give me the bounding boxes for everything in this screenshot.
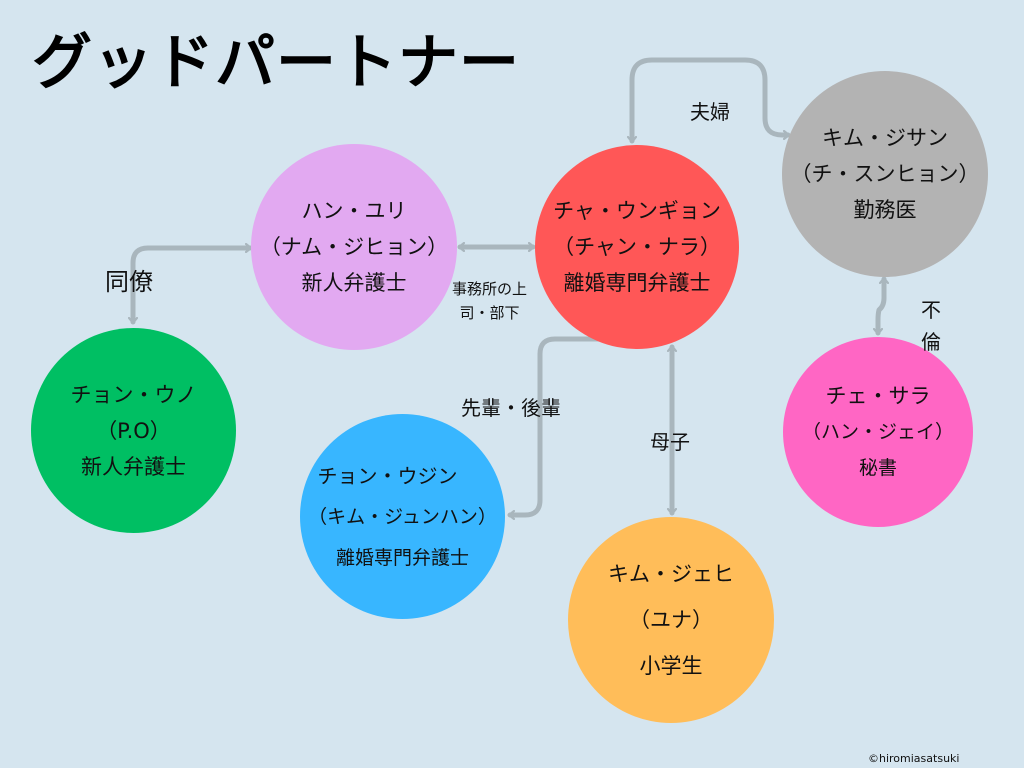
page-title: グッドパートナー [32, 28, 520, 98]
affair-arrow [878, 276, 884, 336]
colleague-label: 同僚 [105, 268, 153, 296]
node-actor: （ナム・ジヒョン） [259, 235, 449, 259]
senior-junior-label: 先輩・後輩 [461, 396, 561, 420]
node-actor: （P.O） [96, 418, 171, 443]
affair-label-line2: 倫 [921, 330, 941, 354]
node-cha-eungyeong: チャ・ウンギョン （チャン・ナラ） 離婚専門弁護士 [535, 145, 739, 349]
node-actor: （ハン・ジェイ） [801, 421, 954, 443]
mother-child-label: 母子 [650, 430, 690, 454]
node-role: 新人弁護士 [301, 271, 407, 295]
node-actor: （キム・ジュンハン） [308, 505, 497, 528]
node-actor: （ユナ） [629, 608, 713, 632]
node-actor: （チャン・ナラ） [553, 235, 721, 259]
node-role: 新人弁護士 [81, 454, 186, 479]
node-role: 離婚専門弁護士 [335, 546, 469, 569]
node-name: チャ・ウンギョン [553, 199, 721, 223]
node-name: キム・ジサン [822, 126, 948, 150]
affair-label: 不 倫 [921, 294, 941, 358]
node-name: チェ・サラ [825, 384, 931, 408]
senior-junior-arrow [507, 339, 626, 515]
node-kim-jehi: キム・ジェヒ （ユナ） 小学生 [568, 517, 774, 723]
node-role: 秘書 [858, 457, 897, 479]
node-name: チョン・ウノ [70, 382, 197, 407]
node-jeong-ujin: チョン・ウジン （キム・ジュンハン） 離婚専門弁護士 [300, 414, 505, 619]
node-han-yuri: ハン・ユリ （ナム・ジヒョン） 新人弁護士 [251, 144, 457, 350]
node-name: ハン・ユリ [301, 199, 407, 223]
node-jeong-uno: チョン・ウノ （P.O） 新人弁護士 [31, 328, 236, 533]
node-name: キム・ジェヒ [608, 562, 734, 586]
node-role: 小学生 [639, 654, 703, 678]
couple-label: 夫婦 [690, 100, 730, 124]
node-role: 離婚専門弁護士 [563, 271, 711, 295]
boss-label-line1: 事務所の上 [452, 280, 528, 298]
couple-arrow [632, 57, 791, 144]
colleague-arrow [133, 248, 253, 325]
node-che-sara: チェ・サラ （ハン・ジェイ） 秘書 [783, 337, 973, 527]
node-actor: （チ・スンヒョン） [790, 162, 980, 186]
node-role: 勤務医 [853, 198, 917, 222]
boss-label-line2: 司・部下 [459, 304, 520, 322]
boss-label: 事務所の上 司・部下 [452, 277, 527, 325]
node-name: チョン・ウジン [317, 463, 458, 488]
affair-label-line1: 不 [921, 298, 941, 322]
copyright: ©hiromiasatsuki [868, 752, 960, 765]
node-kim-jisan: キム・ジサン （チ・スンヒョン） 勤務医 [782, 71, 988, 277]
